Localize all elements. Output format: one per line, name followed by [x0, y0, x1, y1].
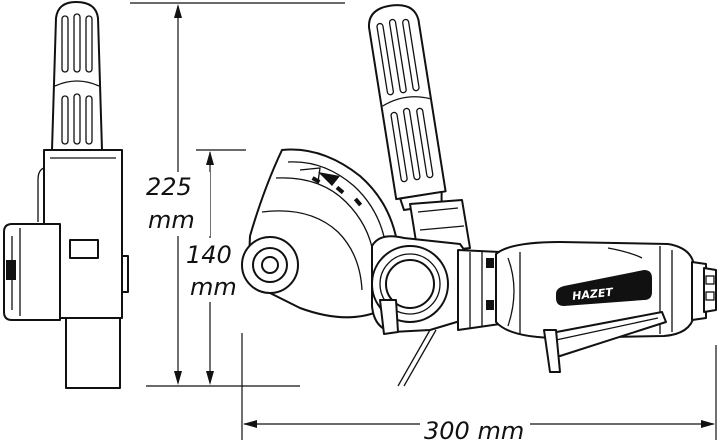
front-view-handle — [367, 4, 447, 212]
side-view — [3, 1, 129, 389]
hazet-logo-badge: HAZET — [556, 270, 652, 306]
dim-225-arrow-top — [174, 4, 182, 18]
lever-hinge — [543, 329, 561, 373]
dim-140-unit: mm — [190, 273, 237, 301]
side-view-shaft — [65, 317, 121, 389]
front-view: HAZET — [241, 4, 717, 387]
dim-300-arrow-left — [243, 420, 257, 428]
dim-300-label-bg — [420, 410, 530, 440]
dim-140-label-bg — [184, 238, 244, 302]
dim-225-value: 225 — [146, 173, 192, 201]
rear-cap — [691, 261, 707, 321]
side-view-spindle — [69, 239, 99, 259]
dim-225-label-bg — [142, 172, 210, 236]
hazet-logo-text: HAZET — [572, 286, 615, 303]
dim-225-unit: mm — [148, 206, 195, 234]
air-inlet — [703, 267, 717, 313]
dim-140-arrow-top — [206, 151, 214, 165]
side-view-guard — [3, 223, 61, 321]
dim-140-value: 140 — [186, 241, 232, 269]
dim-300-arrow-right — [701, 420, 715, 428]
dim-225-arrow-bottom — [174, 371, 182, 385]
dimension-labels: 225 mm 140 mm 300 mm — [142, 172, 530, 443]
side-view-handle — [51, 1, 103, 151]
dim-140-arrow-bottom — [206, 371, 214, 385]
dim-300-value: 300 mm — [424, 417, 524, 443]
